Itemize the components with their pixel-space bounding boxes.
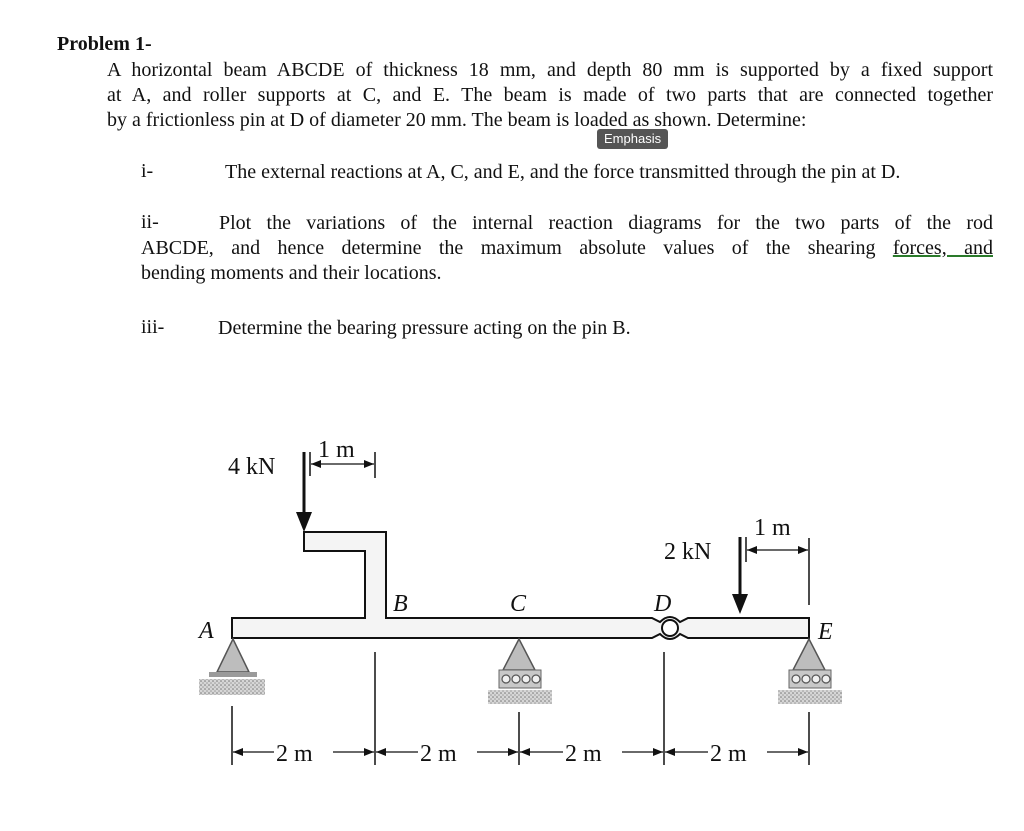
support-a <box>199 637 265 695</box>
span-1-label: 2 m <box>276 741 313 767</box>
span-4-label: 2 m <box>710 741 747 767</box>
item-iii-number: iii- <box>141 316 165 338</box>
statement-line-1: A horizontal beam ABCDE of thickness 18 … <box>107 59 993 81</box>
item-ii-number: ii- <box>141 211 159 233</box>
statement-line-3: by a frictionless pin at D of diameter 2… <box>107 109 807 131</box>
point-b-label: B <box>393 591 408 617</box>
problem-title: Problem 1- <box>57 33 152 55</box>
offset-4kn-label: 1 m <box>318 437 355 463</box>
load-4kn-label: 4 kN <box>228 454 275 480</box>
load-4kn <box>296 452 376 532</box>
support-c <box>488 637 552 704</box>
item-ii-line-3: bending moments and their locations. <box>141 262 442 284</box>
emphasis-tooltip: Emphasis <box>597 129 669 149</box>
problem-statement: A horizontal beam ABCDE of thickness 18 … <box>107 58 993 133</box>
item-ii-line-1: Plot the variations of the internal reac… <box>219 212 993 234</box>
pin-d <box>661 619 679 637</box>
point-e-label: E <box>817 619 833 645</box>
item-ii-line-2: ABCDE, and hence determine the maximum a… <box>141 237 876 259</box>
point-a-label: A <box>197 618 214 644</box>
item-iii-text: Determine the bearing pressure acting on… <box>218 317 631 339</box>
item-ii-line-2-wrap: ABCDE, and hence determine the maximum a… <box>141 236 993 261</box>
underlined-link[interactable]: forces, and <box>892 237 993 259</box>
item-ii-text: Plot the variations of the internal reac… <box>141 211 993 286</box>
point-d-label: D <box>653 591 671 617</box>
statement-line-2: at A, and roller supports at C, and E. T… <box>107 84 993 106</box>
load-2kn <box>732 537 810 614</box>
beam-outline <box>231 531 810 640</box>
point-c-label: C <box>510 591 527 617</box>
load-2kn-label: 2 kN <box>664 539 711 565</box>
span-2-label: 2 m <box>420 741 457 767</box>
item-i-number: i- <box>141 160 154 182</box>
offset-2kn-label: 1 m <box>754 515 791 541</box>
item-i-text: The external reactions at A, C, and E, a… <box>225 161 901 183</box>
support-e <box>778 637 842 704</box>
dimension-lines <box>231 652 810 765</box>
span-3-label: 2 m <box>565 741 602 767</box>
